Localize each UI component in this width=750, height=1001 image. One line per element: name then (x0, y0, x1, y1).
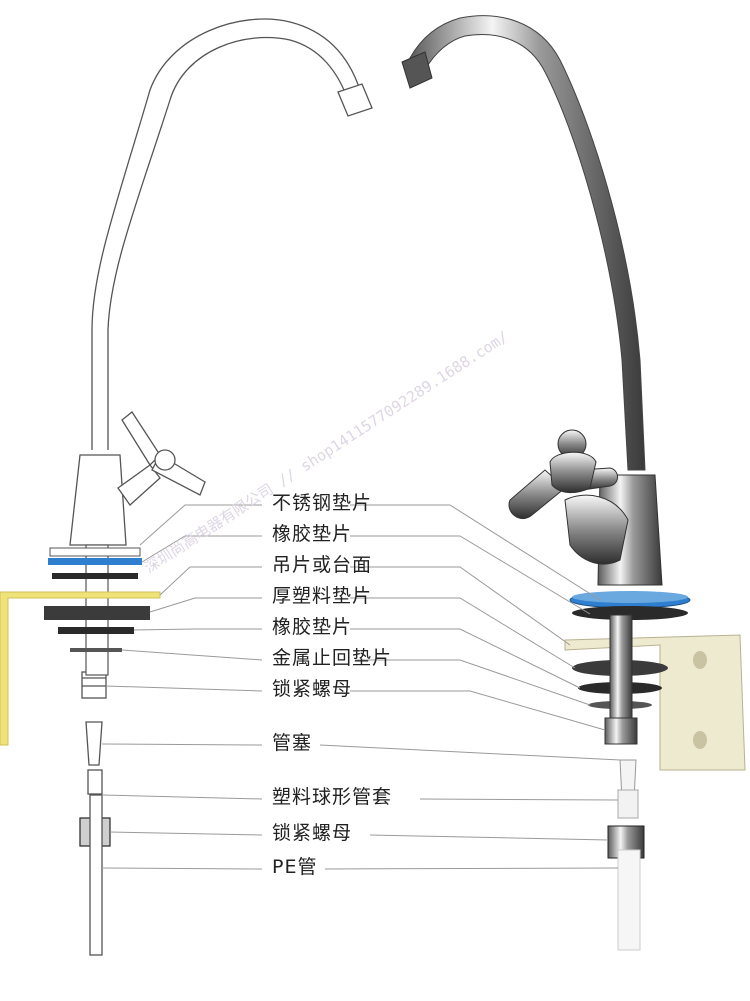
leader-line (350, 535, 591, 615)
left-faucet-body (69, 454, 127, 546)
left-blue-washer (48, 558, 142, 565)
leader-line (350, 504, 601, 601)
right-lock-nut (604, 717, 638, 745)
leader-line (101, 743, 263, 746)
label-lock-nut: 锁紧螺母 (272, 678, 353, 700)
right-handle-left (508, 469, 566, 520)
right-rubber-washer (572, 606, 688, 620)
right-handle-base (564, 494, 629, 565)
label-plastic-ferrule: 塑料球形管套 (272, 786, 393, 808)
left-metal-washer (70, 648, 122, 652)
left-sleeve (87, 769, 103, 795)
right-spout (409, 15, 646, 471)
left-lock-nut (81, 671, 107, 699)
left-spout (91, 18, 361, 450)
leader-line (350, 690, 606, 731)
leader-line (149, 597, 262, 613)
right-shank (609, 614, 633, 721)
left-pe-pipe (89, 794, 103, 956)
left-bracket (0, 591, 161, 746)
left-thick-plastic-washer (44, 606, 150, 620)
label-stainless-washer: 不锈钢垫片 (272, 492, 373, 514)
right-pe-pipe (617, 849, 641, 951)
leader-line (105, 685, 263, 692)
leader-line (139, 504, 262, 546)
leader-line (159, 566, 262, 596)
left-outline-faucet (69, 18, 373, 956)
leader-line (350, 597, 576, 669)
left-handle (117, 464, 161, 506)
leader-line (319, 744, 621, 761)
leader-line (350, 628, 581, 689)
leader-line (419, 798, 619, 801)
leader-line (355, 659, 591, 706)
left-rubber-washer-2 (58, 627, 134, 634)
left-rubber-washer (52, 573, 138, 579)
label-pipe-plug: 管塞 (272, 732, 313, 754)
right-sleeve (617, 789, 639, 819)
leader-line (109, 831, 263, 836)
label-thick-plastic-washer: 厚塑料垫片 (272, 585, 373, 607)
label-bracket-or-counter: 吊片或台面 (272, 554, 373, 576)
label-metal-check-washer: 金属止回垫片 (272, 647, 393, 669)
left-steel-washer (49, 547, 141, 557)
right-bracket-plate (564, 634, 746, 771)
leader-line (141, 535, 262, 563)
leader-line (369, 834, 609, 841)
label-lock-nut-2: 锁紧螺母 (272, 822, 353, 844)
left-plug (85, 721, 103, 766)
left-spout-tip (337, 83, 373, 117)
leader-line (121, 649, 263, 661)
label-rubber-washer-2: 橡胶垫片 (272, 616, 353, 638)
leader-line (101, 794, 263, 800)
label-rubber-washer: 橡胶垫片 (272, 523, 353, 545)
leader-line (324, 867, 619, 870)
label-pe-pipe: PE管 (272, 856, 318, 878)
leader-line (133, 628, 262, 631)
leader-line (350, 566, 571, 646)
leader-lines (101, 504, 621, 870)
right-spout-tip (401, 51, 433, 89)
leader-line (101, 867, 263, 870)
